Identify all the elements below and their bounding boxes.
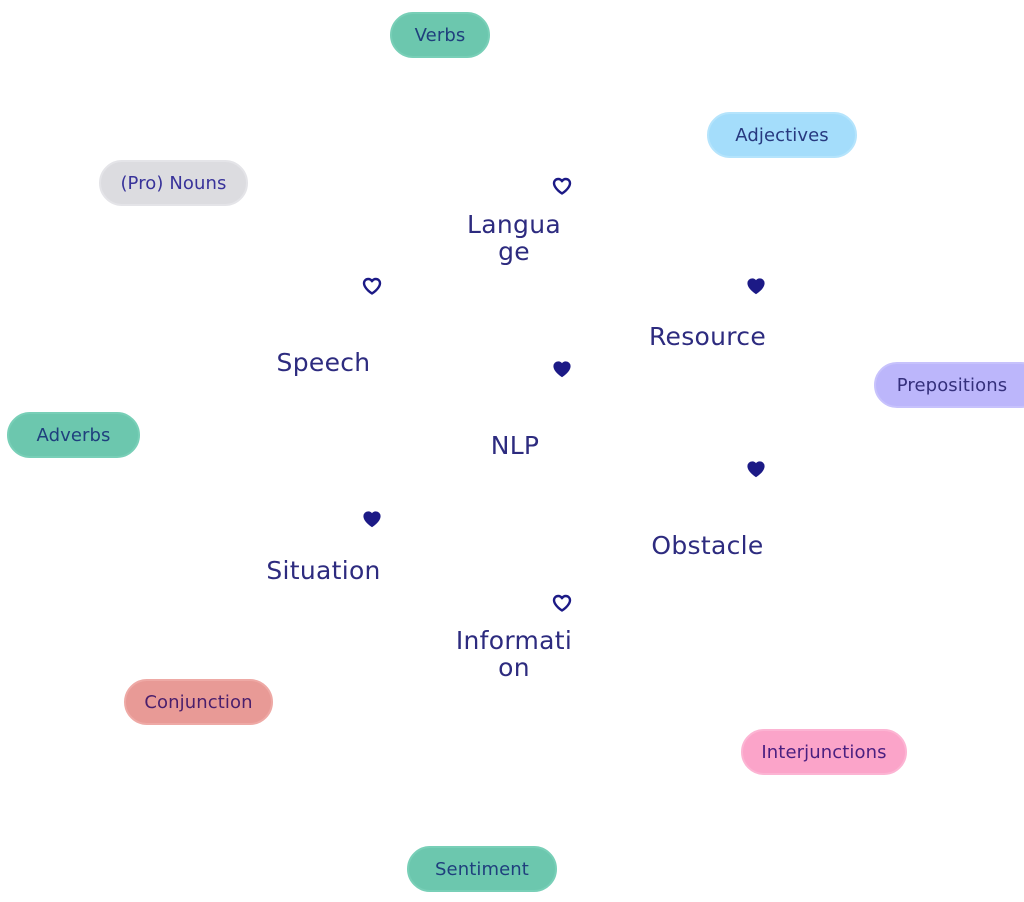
node-label: Resource <box>648 322 767 351</box>
node-situation[interactable]: Situation <box>256 557 391 584</box>
tag-label: Conjunction <box>144 691 253 713</box>
tag-interjunctions[interactable]: Interjunctions <box>741 729 907 775</box>
node-obstacle[interactable]: Obstacle <box>640 532 775 559</box>
tag-label: Sentiment <box>435 858 529 880</box>
tag-label: Verbs <box>414 24 466 46</box>
node-label: Language <box>467 210 561 266</box>
tag-sentiment[interactable]: Sentiment <box>407 846 557 892</box>
tag-label: Interjunctions <box>761 741 887 763</box>
node-information[interactable]: Information <box>452 627 576 681</box>
heart-filled-icon[interactable] <box>362 510 382 528</box>
heart-outline-icon[interactable] <box>552 177 572 195</box>
node-language[interactable]: Language <box>459 211 569 265</box>
tag-pro-nouns[interactable]: (Pro) Nouns <box>99 160 248 206</box>
tag-label: Adverbs <box>36 424 111 446</box>
tag-adjectives[interactable]: Adjectives <box>707 112 857 158</box>
tag-label: Adjectives <box>735 124 829 146</box>
heart-outline-icon[interactable] <box>362 277 382 295</box>
heart-filled-icon[interactable] <box>552 360 572 378</box>
tag-prepositions[interactable]: Prepositions <box>874 362 1024 408</box>
node-label: Speech <box>276 348 371 377</box>
node-label: NLP <box>490 431 540 460</box>
node-speech[interactable]: Speech <box>256 349 391 376</box>
tag-label: (Pro) Nouns <box>120 172 227 194</box>
tag-verbs[interactable]: Verbs <box>390 12 490 58</box>
heart-filled-icon[interactable] <box>746 277 766 295</box>
node-label: Situation <box>266 556 381 585</box>
tag-adverbs[interactable]: Adverbs <box>7 412 140 458</box>
center-node-nlp[interactable]: NLP <box>470 432 560 459</box>
node-resource[interactable]: Resource <box>640 323 775 350</box>
node-label: Obstacle <box>651 531 764 560</box>
node-label: Information <box>455 626 573 682</box>
heart-outline-icon[interactable] <box>552 594 572 612</box>
tag-label: Prepositions <box>896 374 1008 396</box>
tag-conjunction[interactable]: Conjunction <box>124 679 273 725</box>
heart-filled-icon[interactable] <box>746 460 766 478</box>
